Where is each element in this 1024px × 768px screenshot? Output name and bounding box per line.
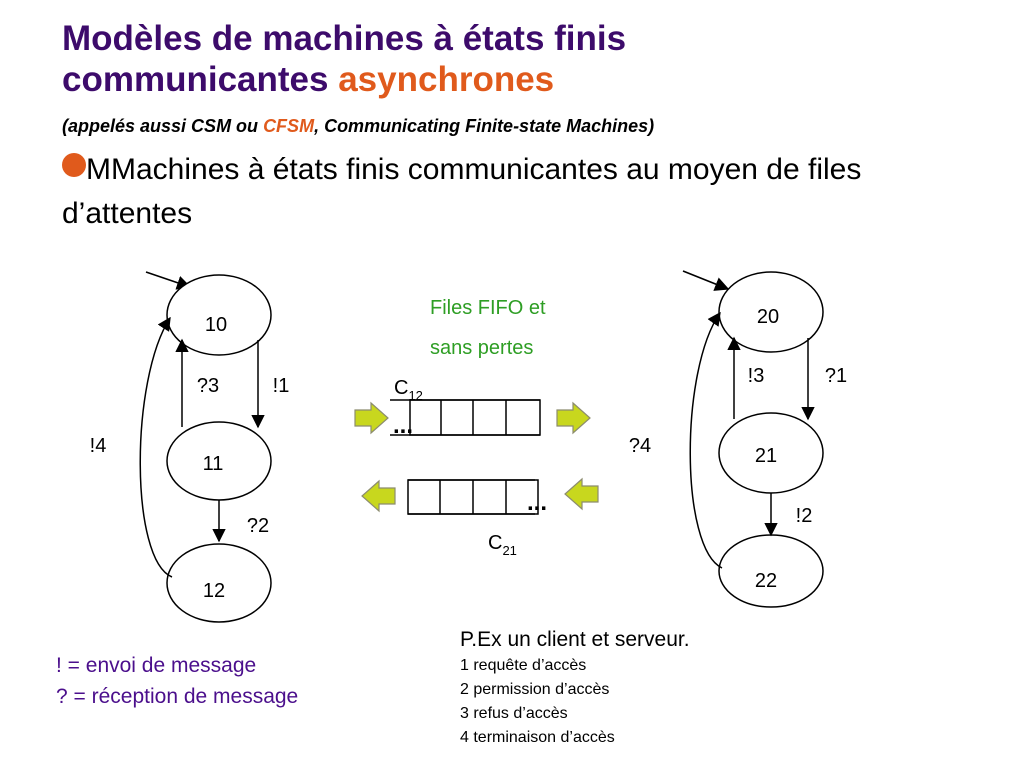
- transition-label-send-3: !3: [748, 365, 765, 387]
- transition-label-recv-2: ?2: [247, 515, 269, 537]
- machine-2: 20 21 22 !3 ?1 !2 ?4: [629, 270, 847, 608]
- channel-c21-base: C: [488, 532, 502, 554]
- channel-c21-label: C21: [488, 532, 517, 558]
- state-10: [166, 274, 272, 356]
- fifo-note-line-1: Files FIFO et: [430, 297, 546, 319]
- example-item: 3 refus d’accès: [460, 705, 568, 722]
- queue-c21-in-arrow: [564, 477, 599, 511]
- queue-c21: ...: [407, 479, 547, 516]
- queue-c12-ellipsis: ...: [393, 412, 413, 439]
- example-box: P.Ex un client et serveur. 1 requête d’a…: [460, 626, 690, 750]
- title-accent: asynchrones: [338, 60, 555, 99]
- slide-title: Modèles de machines à états finis commun…: [62, 18, 626, 100]
- bullet-dot-icon: [62, 153, 86, 177]
- state-21-label: 21: [755, 445, 777, 467]
- queue-c12-out-arrow: [556, 401, 591, 435]
- initial-arrow-10: [145, 271, 192, 290]
- state-12: [166, 543, 272, 623]
- queue-c12-in-arrow: [354, 401, 389, 435]
- transition-label-recv-1: ?1: [825, 365, 847, 387]
- bullet-point: MMachines à états finis communicantes au…: [62, 148, 942, 236]
- transition-label-send-4: !4: [90, 435, 107, 457]
- queue-c21-out-arrow: [361, 479, 396, 513]
- slide-subtitle: (appelés aussi CSM ou CFSM, Communicatin…: [62, 116, 654, 137]
- transition-12-10: [139, 316, 173, 578]
- state-10-label: 10: [205, 314, 227, 336]
- channel-c12-base: C: [394, 377, 408, 399]
- transition-label-recv-4: ?4: [629, 435, 651, 457]
- bullet-text: MMachines à états finis communicantes au…: [62, 153, 862, 230]
- example-item: 1 requête d’accès: [460, 657, 587, 674]
- queue-c21-ellipsis: ...: [527, 489, 547, 516]
- subtitle-prefix: (appelés aussi CSM ou: [62, 116, 264, 136]
- transition-22-20: [689, 311, 723, 569]
- transition-label-send-2: !2: [796, 505, 813, 527]
- title-line-2: communicantes: [62, 60, 329, 99]
- example-heading: P.Ex un client et serveur.: [460, 628, 690, 651]
- queue-c12-cells: [409, 399, 541, 436]
- subtitle-accent: CFSM: [263, 116, 315, 136]
- channel-c12-label: C12: [394, 377, 423, 403]
- example-item: 4 terminaison d’accès: [460, 729, 615, 746]
- channels: Files FIFO et sans pertes C12 ... ...: [354, 297, 599, 558]
- title-line-1: Modèles de machines à états finis: [62, 19, 627, 58]
- transition-label-send-1: !1: [273, 375, 290, 397]
- state-12-label: 12: [203, 580, 225, 602]
- state-11-label: 11: [203, 453, 224, 475]
- state-20-label: 20: [757, 306, 779, 328]
- machine-1: 10 11 12 ?3 !1 ?2 !4: [90, 271, 290, 623]
- initial-arrow-20: [682, 270, 730, 291]
- subtitle-suffix: , Communicating Finite-state Machines): [314, 116, 655, 136]
- fifo-note-line-2: sans pertes: [430, 337, 533, 359]
- queue-c12: ...: [390, 399, 541, 439]
- state-22-label: 22: [755, 570, 777, 592]
- legend-send: ! = envoi de message: [56, 654, 257, 677]
- transition-label-recv-3: ?3: [197, 375, 219, 397]
- notation-legend: ! = envoi de message ? = réception de me…: [56, 650, 298, 712]
- example-item: 2 permission d’accès: [460, 681, 610, 698]
- channel-c21-sub: 21: [502, 543, 516, 558]
- legend-receive: ? = réception de message: [56, 685, 299, 708]
